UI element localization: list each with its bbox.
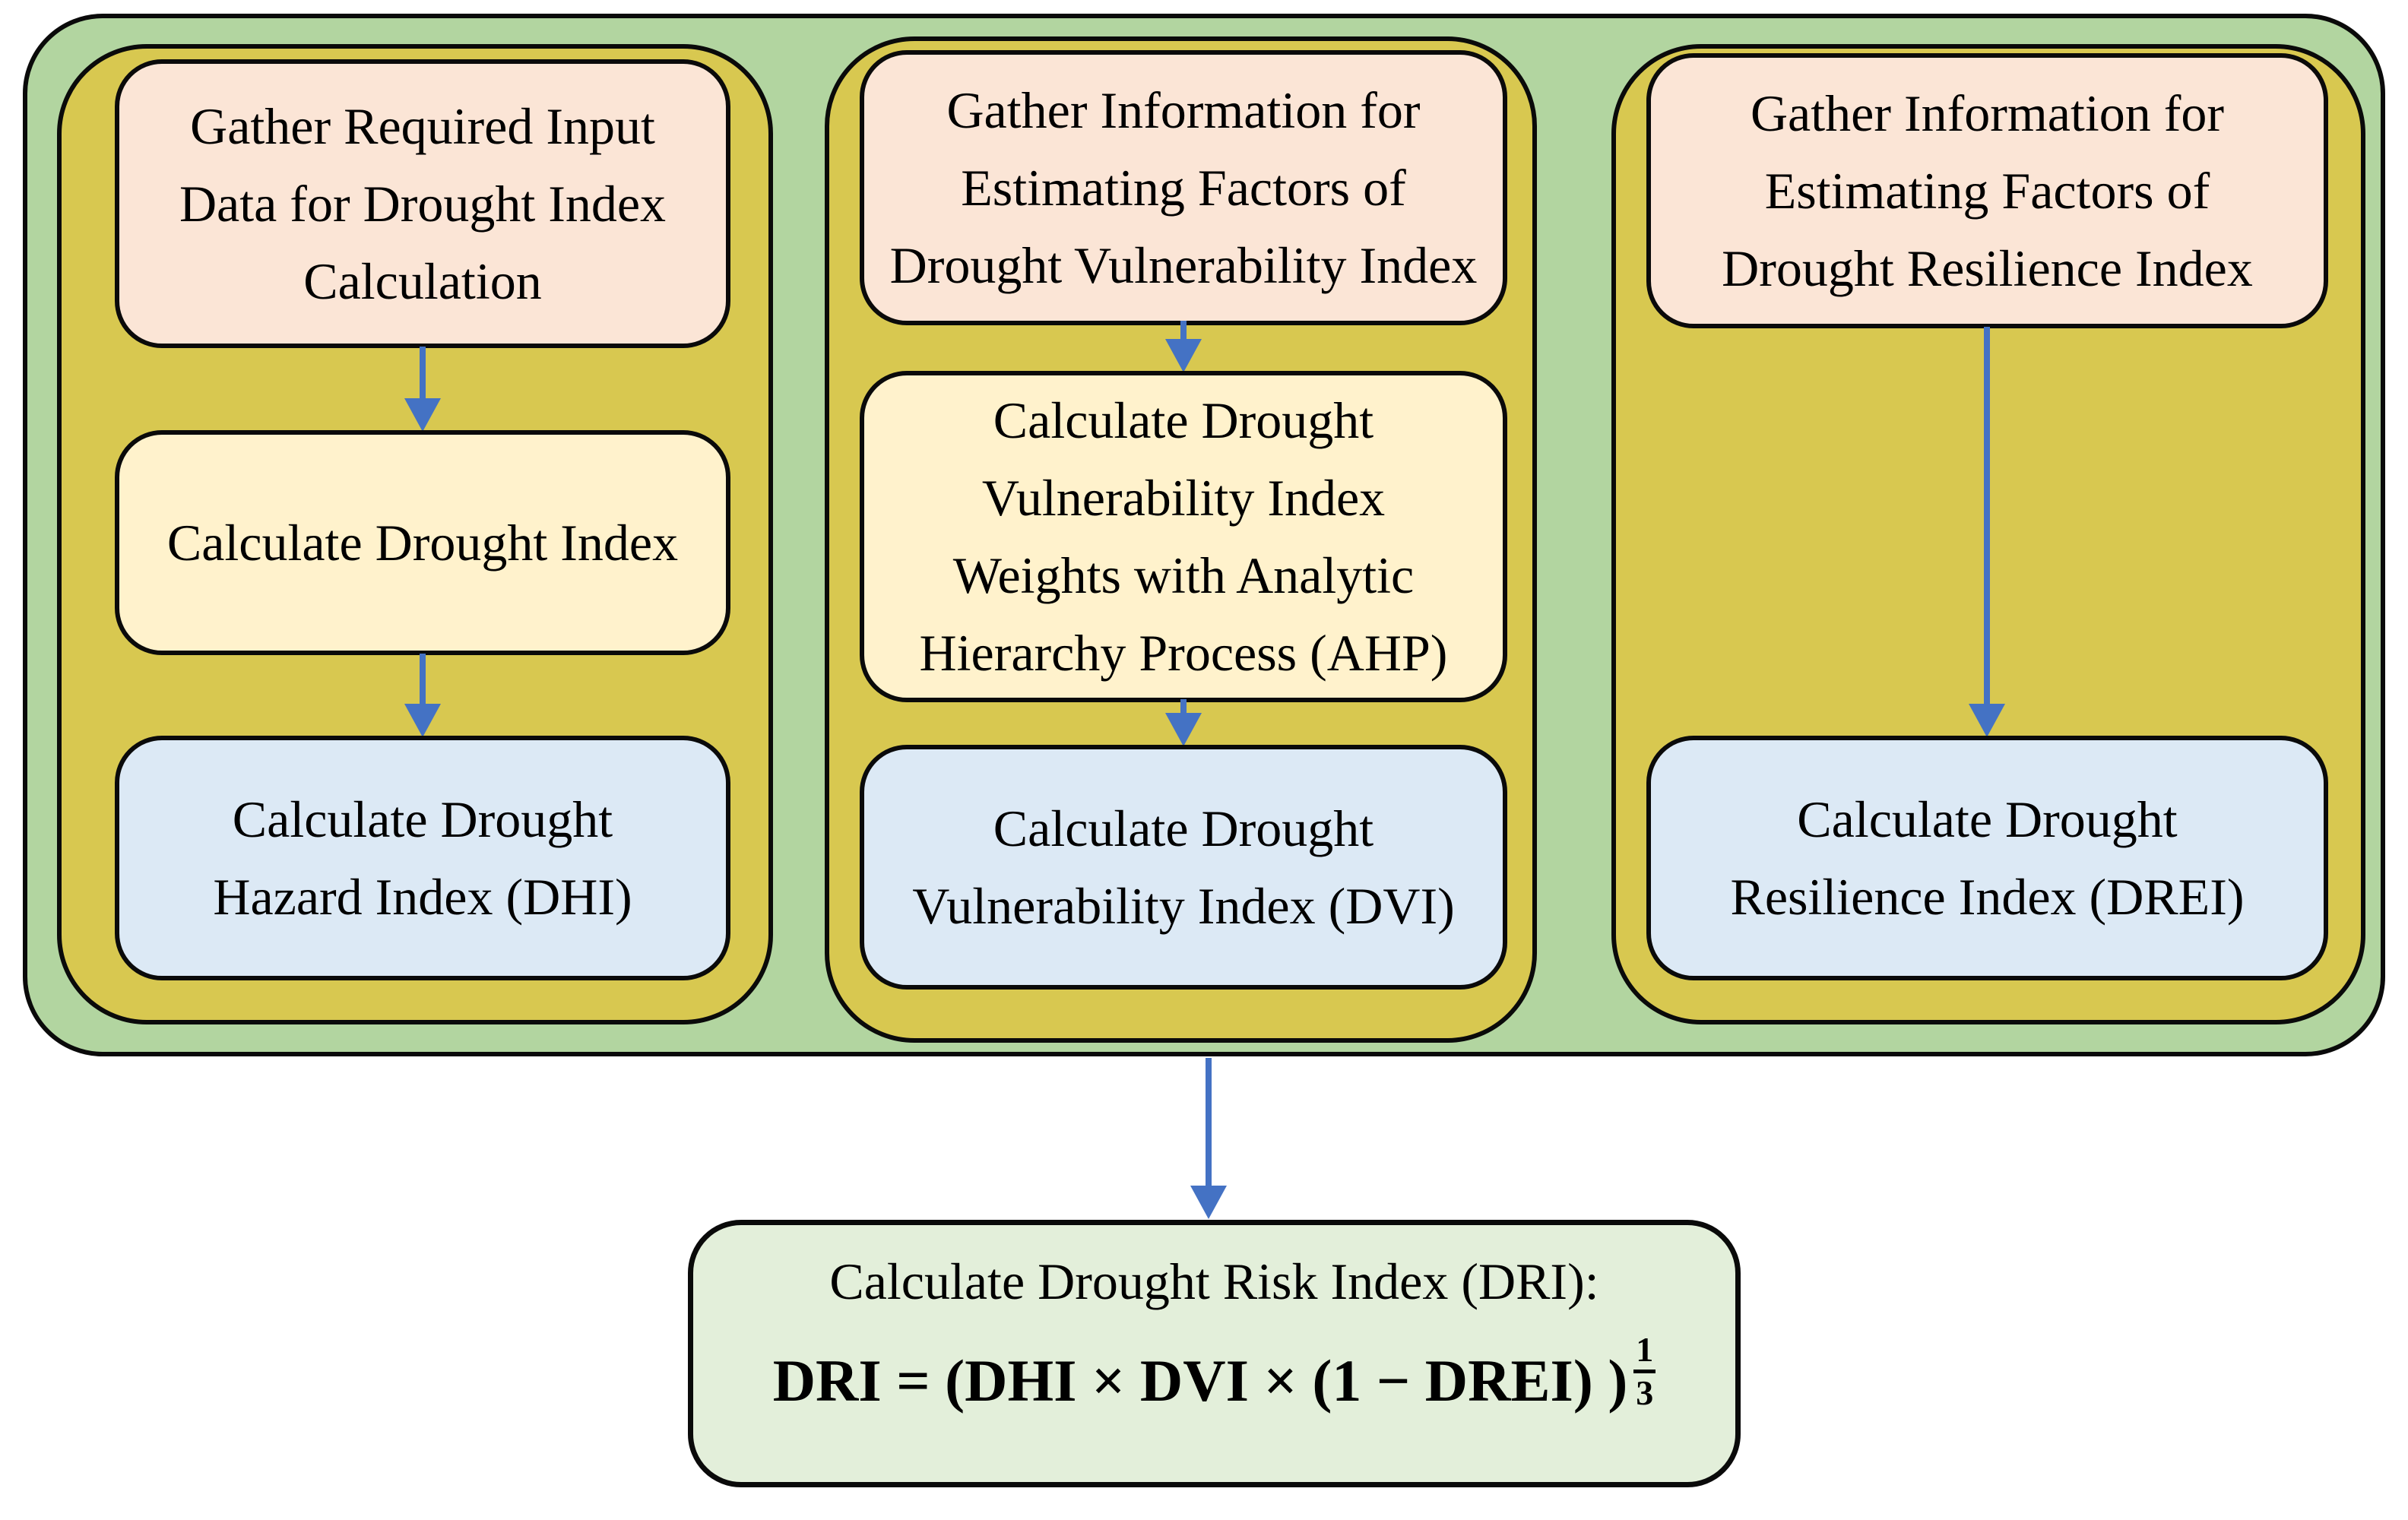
step-calculate-dvi: Calculate Drought Vulnerability Index (D… (860, 745, 1507, 990)
step-text-line: Estimating Factors of (1764, 162, 2210, 220)
step-text-line: Calculate Drought (1797, 790, 2178, 848)
step-gather-resilience-factors: Gather Information for Estimating Factor… (1646, 53, 2328, 328)
arrow-stem (1180, 321, 1187, 339)
flow-arrow-icon (1165, 699, 1202, 746)
step-text-line: Gather Information for (1750, 84, 2225, 142)
exponent-denominator: 3 (1636, 1373, 1654, 1412)
step-text-line: Weights with Analytic (952, 546, 1415, 604)
arrow-head (404, 398, 441, 432)
step-gather-vulnerability-factors: Gather Information for Estimating Factor… (860, 50, 1507, 325)
step-gather-input-data: Gather Required Input Data for Drought I… (115, 59, 730, 348)
arrow-head (1969, 704, 2005, 737)
dri-formula-main: DRI = (DHI × DVI × (1 − DREI) ) (772, 1347, 1628, 1414)
flow-arrow-icon (1190, 1058, 1227, 1219)
step-text-line: Estimating Factors of (961, 159, 1406, 217)
step-text-line: Hierarchy Process (AHP) (919, 624, 1448, 682)
step-text-line: Resilience Index (DREI) (1730, 868, 2245, 926)
step-calculate-dhi: Calculate Drought Hazard Index (DHI) (115, 736, 730, 980)
arrow-stem (1180, 699, 1187, 713)
step-text-line: Gather Information for (946, 81, 1421, 139)
flow-arrow-icon (404, 347, 441, 432)
flow-arrow-icon (1165, 321, 1202, 372)
step-calculate-drought-index: Calculate Drought Index (115, 430, 730, 655)
arrow-stem (1984, 327, 1990, 704)
formula-exponent-fraction: 1 3 (1633, 1330, 1656, 1412)
step-text-line: Vulnerability Index (981, 469, 1386, 527)
arrow-head (1190, 1186, 1227, 1219)
exponent-numerator: 1 (1633, 1330, 1656, 1373)
flow-arrow-icon (404, 654, 441, 737)
step-text-line: Calculate Drought (232, 790, 613, 848)
step-text-line: Drought Vulnerability Index (889, 236, 1478, 294)
arrow-stem (420, 654, 426, 704)
arrow-stem (420, 347, 426, 398)
step-text-line: Hazard Index (DHI) (213, 868, 632, 926)
step-text-line: Drought Resilience Index (1722, 239, 2253, 297)
column-drought-hazard: Gather Required Input Data for Drought I… (57, 44, 773, 1024)
step-text-line: Gather Required Input (190, 97, 655, 155)
flow-arrow-icon (1969, 327, 2005, 737)
arrow-head (1165, 713, 1202, 746)
step-text-line: Vulnerability Index (DVI) (912, 877, 1455, 935)
step-text-line: Data for Drought Index (179, 175, 667, 233)
step-text-line: Calculation (303, 252, 542, 310)
step-calculate-dvi-weights-ahp: Calculate Drought Vulnerability Index We… (860, 371, 1507, 702)
step-text-line: Calculate Drought Index (166, 514, 679, 572)
dri-formula: DRI = (DHI × DVI × (1 − DREI) ) 1 3 (773, 1330, 1656, 1452)
step-calculate-drei: Calculate Drought Resilience Index (DREI… (1646, 736, 2328, 980)
final-box-title: Calculate Drought Risk Index (DRI): (829, 1252, 1599, 1310)
step-text-line: Calculate Drought (993, 800, 1374, 857)
column-drought-vulnerability: Gather Information for Estimating Factor… (825, 36, 1537, 1043)
arrow-stem (1206, 1058, 1212, 1186)
step-text-line: Calculate Drought (993, 391, 1374, 449)
arrow-head (404, 704, 441, 737)
column-drought-resilience: Gather Information for Estimating Factor… (1611, 44, 2365, 1024)
final-dri-box: Calculate Drought Risk Index (DRI): DRI … (688, 1220, 1741, 1487)
arrow-head (1165, 339, 1202, 372)
